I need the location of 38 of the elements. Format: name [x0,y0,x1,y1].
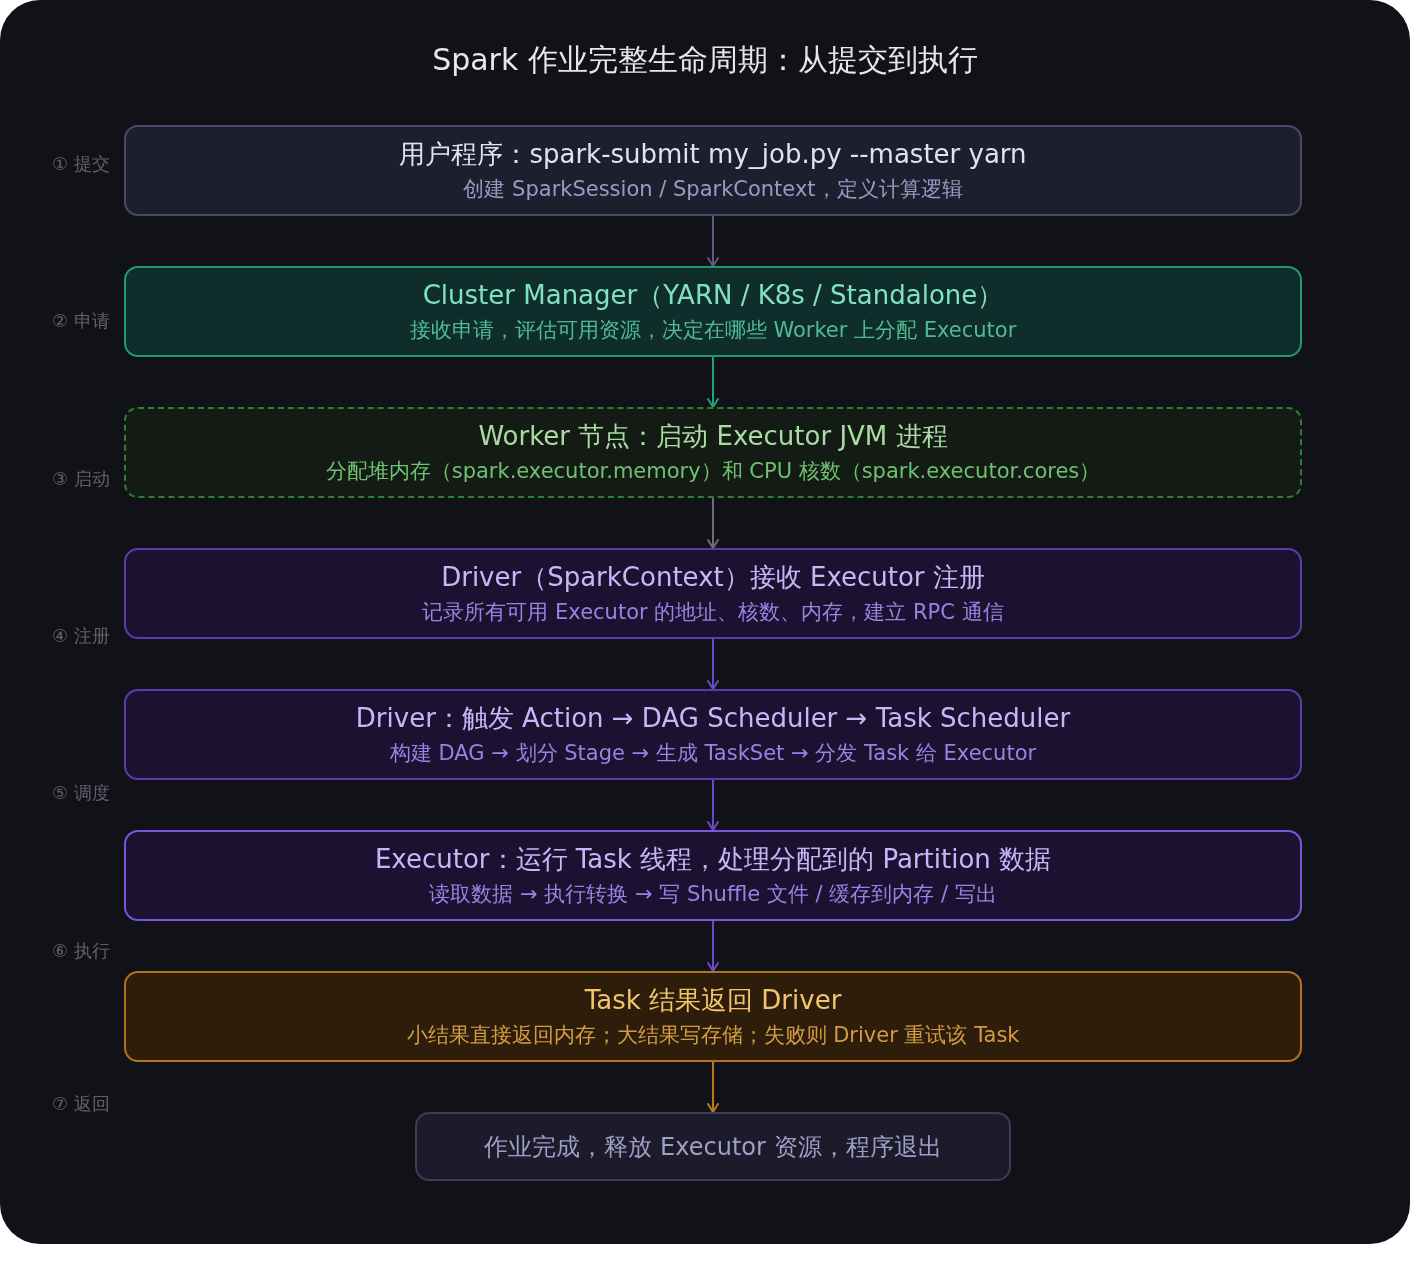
box-heading: 用户程序：spark-submit my_job.py --master yarn [399,138,1027,171]
box-heading: Worker 节点：启动 Executor JVM 进程 [478,420,948,453]
step-label: ③ 启动 [52,467,110,491]
process-box [124,830,1302,921]
step-label: ① 提交 [52,152,110,176]
process-box [124,266,1302,357]
step-label: ⑥ 执行 [52,939,110,963]
process-box [124,689,1302,780]
arrow [707,638,719,690]
arrow [707,1061,719,1113]
box-description: 分配堆内存（spark.executor.memory）和 CPU 核数（spark.executor.cores） [325,458,1101,485]
diagram-title: Spark 作业完整生命周期：从提交到执行 [432,41,978,79]
box-heading: Cluster Manager（YARN / K8s / Standalone） [422,279,1004,312]
arrow [707,779,719,831]
box-description: 记录所有可用 Executor 的地址、核数、内存，建立 RPC 通信 [422,599,1004,626]
box-heading: Driver（SparkContext）接收 Executor 注册 [441,561,985,594]
box-description: 接收申请，评估可用资源，决定在哪些 Worker 上分配 Executor [409,317,1017,344]
box-description: 读取数据 → 执行转换 → 写 Shuffle 文件 / 缓存到内存 / 写出 [429,881,997,908]
box-description: 构建 DAG → 划分 Stage → 生成 TaskSet → 分发 Task 给 Executor [389,740,1037,767]
arrow [707,356,719,408]
box-heading: 作业完成，释放 Executor 资源，程序退出 [484,1131,942,1163]
process-box [124,125,1302,216]
step-label: ⑤ 调度 [52,781,110,805]
process-box [415,1112,1011,1181]
process-box [124,548,1302,639]
arrow [707,215,719,267]
box-heading: Executor：运行 Task 线程，处理分配到的 Partition 数据 [374,843,1052,876]
box-heading: Driver：触发 Action → DAG Scheduler → Task Scheduler [355,702,1071,735]
process-box [124,971,1302,1062]
box-heading: Task 结果返回 Driver [584,984,842,1017]
step-label: ② 申请 [52,309,110,333]
box-description: 创建 SparkSession / SparkContext，定义计算逻辑 [463,176,963,203]
box-description: 小结果直接返回内存；大结果写存储；失败则 Driver 重试该 Task [406,1022,1020,1049]
step-label: ⑦ 返回 [52,1092,110,1116]
arrow [707,497,719,549]
step-label: ④ 注册 [52,624,110,648]
process-box [124,407,1302,498]
arrow [707,920,719,972]
